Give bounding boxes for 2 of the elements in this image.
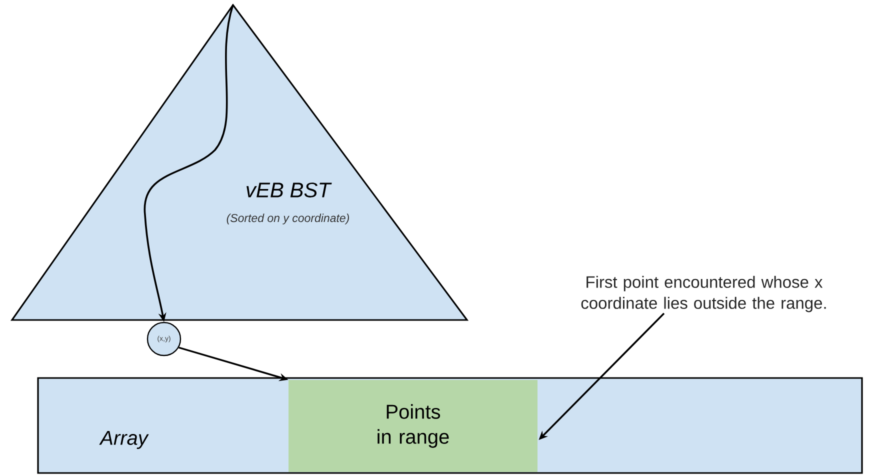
annotation: First point encountered whose x coordinate lies outside the range. [581, 276, 826, 312]
range-block: Points in range [288, 380, 538, 472]
